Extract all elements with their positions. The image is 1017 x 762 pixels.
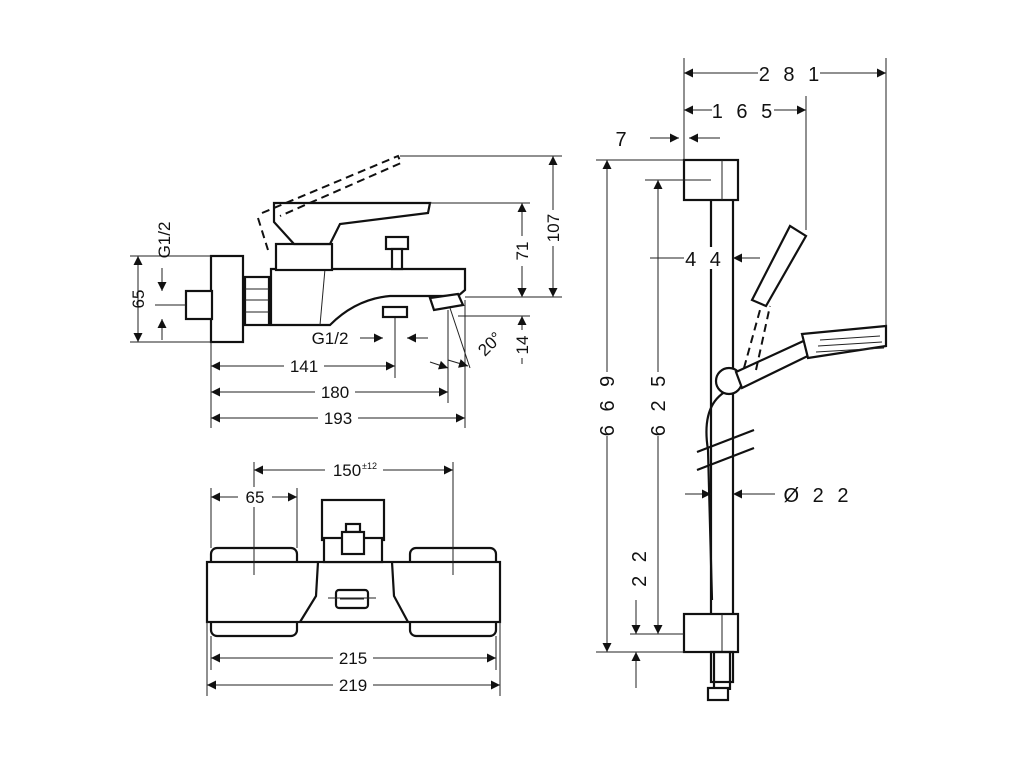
dim-193: 193 [324,409,352,428]
dim-angle-20: 20° [474,328,506,360]
lever-open-position [257,154,403,251]
dim-281: 2 8 1 [759,64,823,86]
dim-165: 1 6 5 [712,101,776,123]
hose-connector [706,686,730,702]
hand-shower-tilted-head [750,224,808,308]
shower-set: 2 8 1 1 6 5 7 4 4 6 6 9 6 2 5 2 2 Ø 2 2 [596,58,888,702]
diverter-knob [384,235,410,251]
dim-215: 215 [339,649,367,668]
side-view: 141 180 193 G1/2 65 G1/2 71 107 14 20° [129,154,563,428]
bottom-wall-bracket [682,612,740,654]
dim-150-tolerance: ±12 [362,461,377,471]
dim-7: 7 [615,129,630,151]
front-view: 150 ±12 65 215 219 [205,458,502,696]
handle-base [274,242,334,272]
dim-22: 2 2 [629,547,651,587]
hand-shower-tilted [743,305,771,371]
dim-14: 14 [513,336,532,355]
dim-107: 107 [544,214,563,242]
lever-handle [272,201,432,246]
dim-65-front: 65 [246,488,265,507]
dim-669: 6 6 9 [597,372,619,436]
connection-nut [243,275,271,327]
dim-71: 71 [513,242,532,261]
dim-diameter-22: Ø 2 2 [784,485,853,507]
dim-141: 141 [290,357,318,376]
dim-g12-inlet: G1/2 [155,222,174,259]
dim-44: 4 4 [685,249,725,271]
tub-outlet [428,292,465,312]
dim-625: 6 2 5 [648,372,670,436]
inlet-pipe [184,289,214,321]
aerator [381,305,409,319]
hand-shower-head [800,324,888,360]
dim-g12-outlet: G1/2 [312,329,349,348]
wall-rosette [209,254,245,344]
dim-219: 219 [339,676,367,695]
dim-65-side: 65 [129,290,148,309]
dim-180: 180 [321,383,349,402]
dim-150: 150 [333,461,361,480]
